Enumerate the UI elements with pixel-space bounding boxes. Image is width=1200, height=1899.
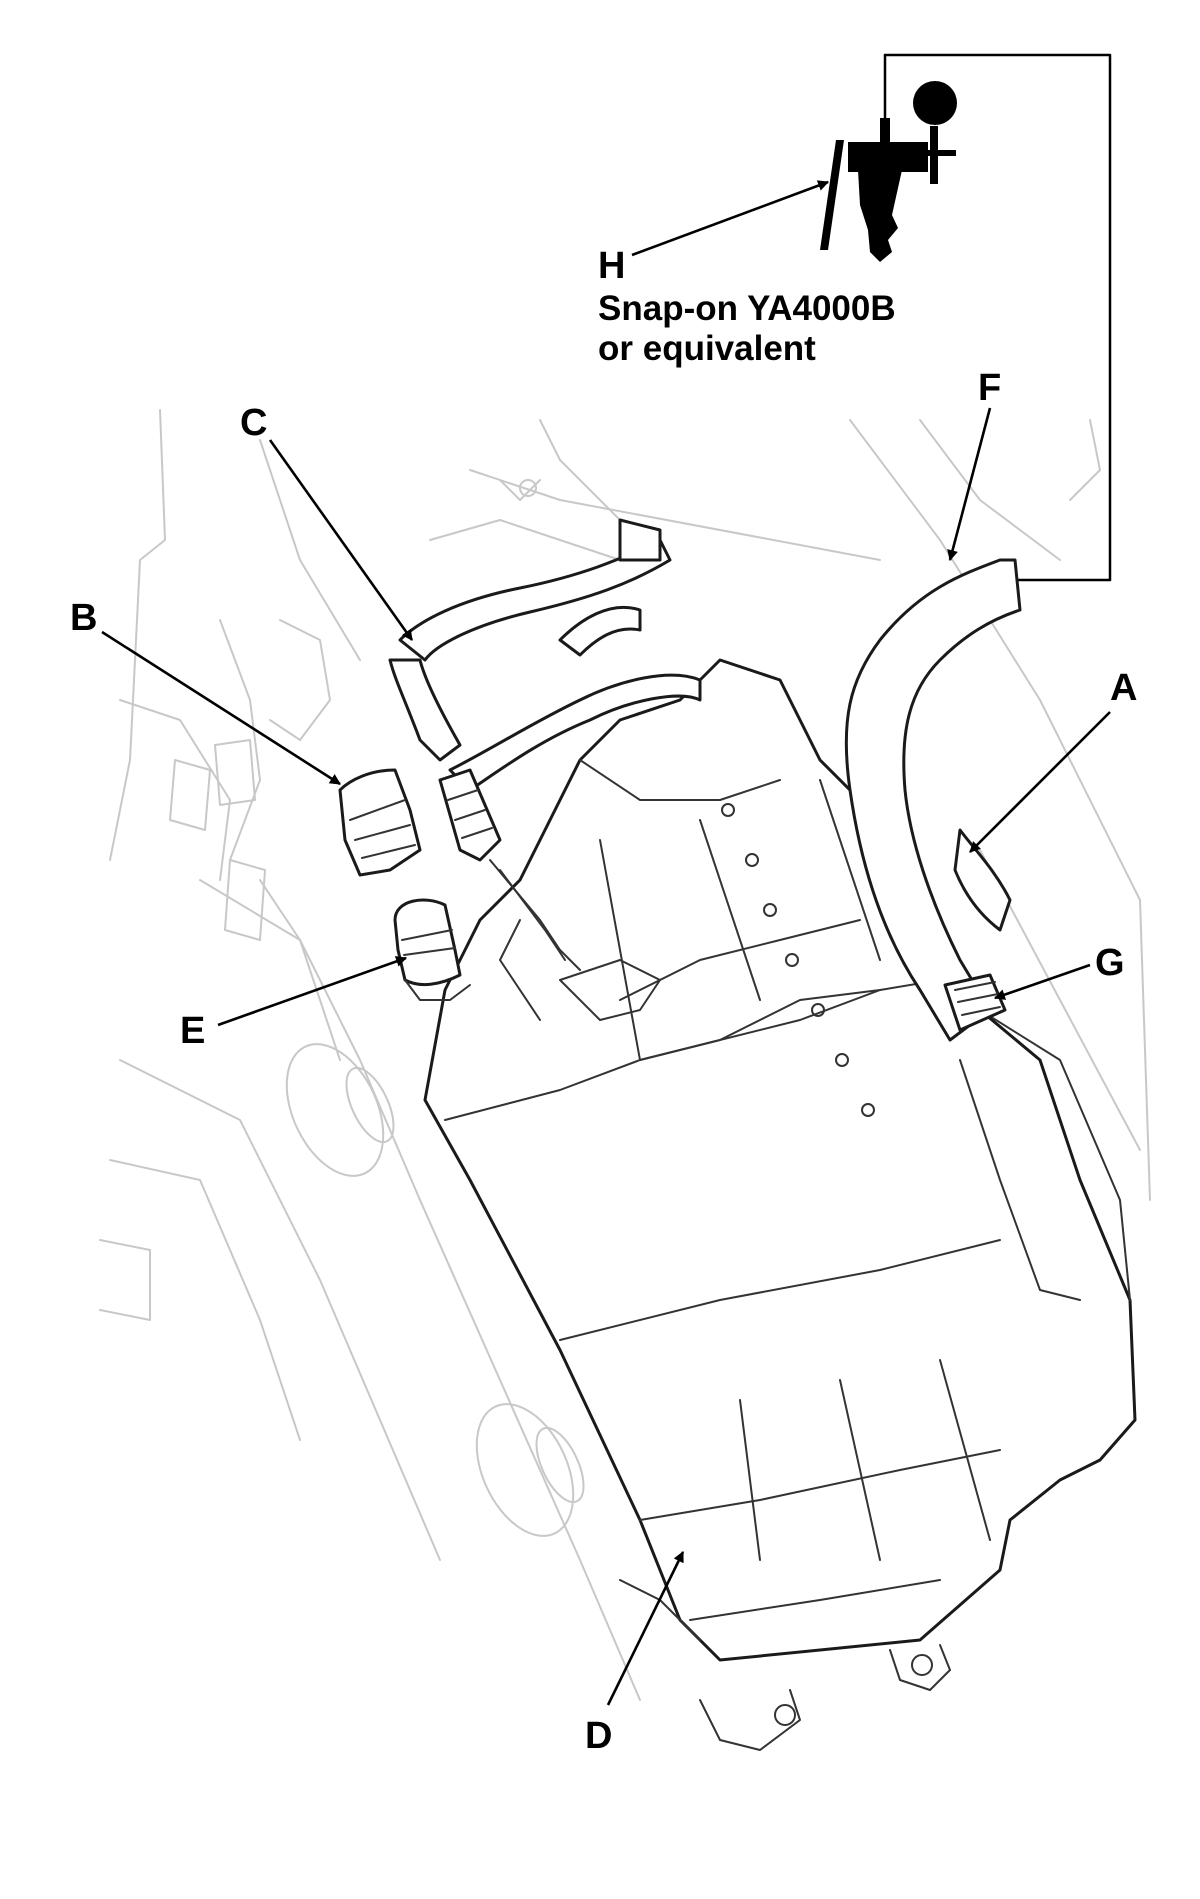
leader-c xyxy=(268,439,414,641)
label-f: F xyxy=(978,367,1001,409)
vehicle-background xyxy=(99,409,1151,1701)
label-a: A xyxy=(1110,667,1137,709)
label-c: C xyxy=(240,402,267,444)
leaders xyxy=(101,180,1111,1706)
tool-equivalent: or equivalent xyxy=(598,329,816,368)
hoses-b-c xyxy=(338,518,702,971)
tool-name: Snap-on YA4000B xyxy=(598,289,896,328)
leader-b xyxy=(101,630,341,786)
label-d: D xyxy=(585,1715,612,1757)
port-e xyxy=(393,898,471,1001)
leader-h xyxy=(631,180,830,257)
label-g: G xyxy=(1095,942,1125,984)
leader-g xyxy=(993,963,1091,1000)
label-b: B xyxy=(70,597,97,639)
evap-canister xyxy=(423,658,1137,1751)
label-e: E xyxy=(180,1010,205,1052)
leader-f xyxy=(947,407,992,562)
leader-d xyxy=(606,1551,685,1706)
callouts: A B C D E F G H Snap-on YA4000B or equiv… xyxy=(70,245,1137,1757)
vacuum-pump-tool xyxy=(820,53,1112,582)
leader-a xyxy=(969,711,1111,853)
hose-f xyxy=(844,558,1022,1042)
label-h: H xyxy=(598,245,625,287)
leader-e xyxy=(217,956,408,1027)
